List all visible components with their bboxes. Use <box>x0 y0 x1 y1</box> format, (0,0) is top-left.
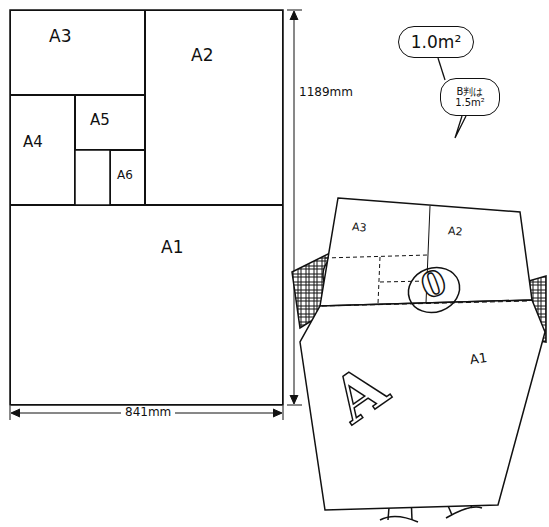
dimension-lines <box>10 10 302 420</box>
speech-bubble: B判は 1.5m² <box>440 78 500 116</box>
a6-region: A6 <box>110 150 145 205</box>
a3-region: A3 <box>10 10 145 95</box>
size-label: A3 <box>49 27 71 46</box>
size-label: A2 <box>191 46 213 65</box>
folded-sheet <box>300 198 545 510</box>
paper-outline <box>10 10 283 405</box>
sheet-label: A2 <box>448 225 464 238</box>
size-label: A4 <box>23 134 43 151</box>
bubble-text: B判は 1.5m² <box>448 86 492 108</box>
size-label: A5 <box>90 112 110 129</box>
a4-region: A4 <box>10 95 75 205</box>
sheet-label: A1 <box>469 351 488 368</box>
dimension-label: 1189mm <box>299 86 353 99</box>
a5-region: A5 <box>75 95 145 150</box>
size-label: A1 <box>161 238 183 257</box>
a2-region: A2 <box>145 10 283 205</box>
sheet-label: A3 <box>352 221 368 234</box>
a7-region <box>75 150 110 205</box>
speech-bubble: 1.0m² <box>398 26 474 58</box>
dimension-label: 841mm <box>121 406 175 419</box>
size-label: A6 <box>117 169 133 182</box>
bubble-text: 1.0m² <box>411 33 461 52</box>
a1-region: A1 <box>10 205 283 405</box>
